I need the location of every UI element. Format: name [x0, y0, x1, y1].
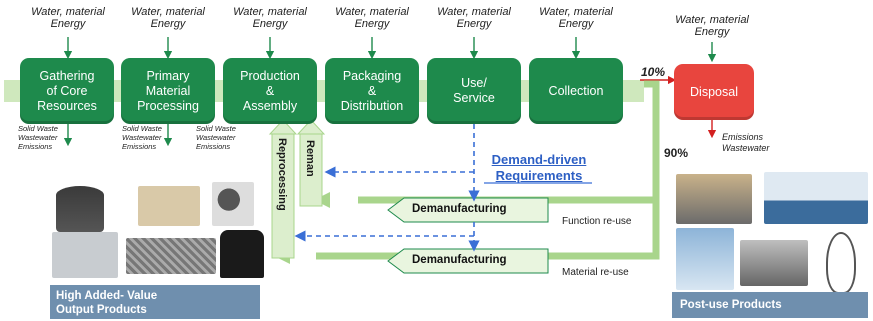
product-lattice-image	[126, 238, 216, 274]
demanufacturing-top-shape	[387, 197, 549, 223]
product-shirt-image	[220, 230, 264, 278]
product-office-image	[52, 232, 118, 278]
postuse-wind-turbine-image	[676, 228, 734, 290]
postuse-products-caption: Post-use Products	[672, 292, 868, 318]
stage-production-assembly: Production&Assembly	[223, 58, 317, 124]
stage-packaging-distribution: Packaging&Distribution	[325, 58, 419, 124]
stage-collection: Collection	[529, 58, 623, 124]
postuse-boat-image	[764, 172, 868, 224]
postuse-car-image	[740, 240, 808, 286]
product-parts-image	[138, 186, 200, 226]
product-balloons-image	[212, 182, 254, 226]
percent-reuse: 90%	[664, 146, 689, 160]
reprocessing-label: Reprocessing	[276, 138, 288, 211]
function-reuse-label: Function re-use	[562, 216, 632, 227]
percent-disposal: 10%	[641, 65, 666, 79]
demanufacturing-bottom-shape	[387, 248, 549, 274]
demanufacturing-top-label: Demanufacturing	[412, 203, 507, 215]
demanufacturing-bottom-label: Demanufacturing	[412, 254, 507, 266]
product-table-image	[56, 186, 104, 232]
postuse-aircraft-image	[676, 174, 752, 224]
stage-disposal: Disposal	[674, 64, 754, 120]
reman-label: Reman	[304, 140, 316, 177]
stage-use-service: Use/Service	[427, 58, 521, 124]
material-reuse-label: Material re-use	[562, 267, 629, 278]
postuse-racket-image	[826, 232, 856, 294]
